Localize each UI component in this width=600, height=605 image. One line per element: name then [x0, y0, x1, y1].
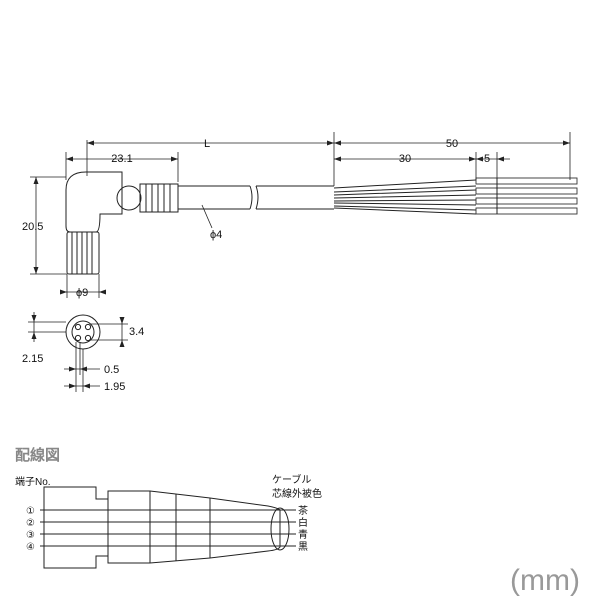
terminal-2: ②	[26, 518, 35, 529]
strain-relief-ribs	[145, 184, 171, 212]
strain-relief	[139, 183, 179, 213]
wire-colors: 茶 白 青 黒	[298, 504, 308, 553]
dim-30-label: 30	[399, 153, 411, 165]
pin-2	[84, 323, 92, 331]
pin-3	[74, 334, 82, 342]
dim-2-15: 2.15	[22, 312, 66, 365]
dim-23-1: 23.1	[65, 152, 179, 182]
cable-label-1: ケーブル	[272, 473, 311, 486]
dim-30: 30	[334, 152, 477, 180]
dim-50-label: 50	[446, 138, 458, 150]
connector-side-view	[65, 171, 578, 275]
dim-1-95: 1.95	[64, 349, 125, 393]
terminal-4: ④	[26, 542, 35, 553]
dim-phi9: ϕ9	[60, 274, 106, 299]
dim-phi9-label: ϕ9	[76, 287, 88, 299]
front-outer-ring	[65, 314, 101, 350]
wire-4	[475, 207, 578, 215]
dim-2-15-label: 2.15	[22, 353, 43, 365]
dim-5-label: 5	[484, 153, 490, 165]
terminal-label: 端子No.	[15, 475, 51, 488]
elbow-body	[65, 171, 123, 233]
cable-end-ellipse	[270, 507, 290, 551]
dim-0-5-label: 0.5	[104, 364, 119, 376]
connector-front-view	[65, 314, 101, 350]
wiring-connector	[43, 486, 290, 569]
dim-L-label: L	[204, 138, 210, 150]
dim-5: 5	[476, 152, 510, 178]
color-4: 黒	[298, 541, 308, 553]
pin-1	[74, 323, 82, 331]
dim-phi4-label: ϕ4	[210, 229, 222, 241]
wire-1	[475, 177, 578, 185]
cable-break	[249, 185, 259, 210]
terminal-numbers: ① ② ③ ④	[26, 506, 35, 553]
dim-3-4: 3.4	[90, 317, 144, 347]
dim-50: 50	[334, 132, 571, 180]
color-3: 青	[298, 528, 308, 541]
dim-1-95-label: 1.95	[104, 381, 125, 393]
terminal-3: ③	[26, 530, 35, 541]
wiring-lines	[40, 509, 296, 547]
nut-knurl-lines	[71, 232, 93, 274]
wire-fanout	[333, 177, 578, 215]
wiring-title: 配線図	[15, 446, 60, 464]
front-inner-ring	[71, 320, 95, 344]
dim-20-5-label: 20.5	[22, 221, 43, 233]
color-1: 茶	[298, 504, 308, 517]
cable-left	[178, 185, 250, 210]
wire-3	[475, 197, 578, 205]
color-2: 白	[298, 516, 308, 529]
terminal-1: ①	[26, 506, 35, 517]
elbow-cap-circle	[116, 185, 142, 211]
dim-20-5: 20.5	[22, 176, 67, 275]
wiring-connector-body	[43, 486, 281, 569]
dim-phi4: ϕ4	[201, 204, 222, 241]
knurled-nut	[66, 231, 100, 275]
cable-label-2: 芯線外被色	[272, 487, 322, 500]
cable-right	[256, 185, 334, 210]
unit-label: (mm)	[510, 564, 580, 597]
wire-2	[475, 187, 578, 195]
dim-3-4-label: 3.4	[129, 326, 144, 338]
dim-23-1-label: 23.1	[111, 153, 132, 165]
pin-4	[84, 334, 92, 342]
